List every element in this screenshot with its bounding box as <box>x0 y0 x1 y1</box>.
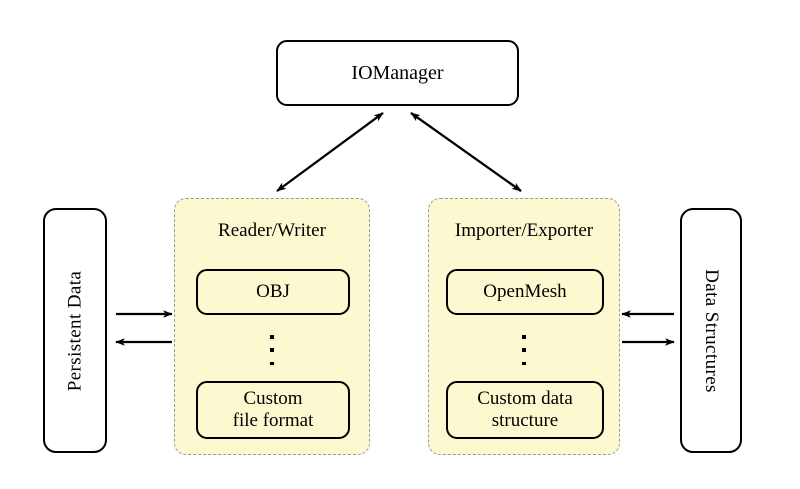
importer-exporter-ellipsis-icon <box>522 335 526 365</box>
reader-writer-ellipsis-icon <box>270 335 274 365</box>
reader-writer-item-custom-file-format-line2: file format <box>232 410 314 431</box>
data-structures-node[interactable]: Data Structures <box>680 208 742 453</box>
reader-writer-title: Reader/Writer <box>218 220 326 241</box>
iomanager-node[interactable]: IOManager <box>276 40 519 106</box>
data-structures-label: Data Structures <box>701 268 722 393</box>
reader-writer-item-custom-file-format[interactable]: Custom file format <box>196 381 350 439</box>
arrow-manager-readerwriter <box>276 112 384 192</box>
importer-exporter-title: Importer/Exporter <box>454 220 594 241</box>
arrow-manager-importerexporter <box>410 112 522 192</box>
reader-writer-item-obj[interactable]: OBJ <box>196 269 350 315</box>
reader-writer-item-obj-label: OBJ <box>256 280 290 302</box>
importer-exporter-item-custom-data-structure[interactable]: Custom data structure <box>446 381 604 439</box>
reader-writer-item-custom-file-format-line1: Custom <box>243 387 303 409</box>
persistent-data-label: Persistent Data <box>64 270 86 391</box>
importer-exporter-item-custom-data-structure-line2: structure <box>491 410 559 431</box>
reader-writer-panel[interactable]: Reader/Writer OBJ Custom file format <box>174 198 370 455</box>
importer-exporter-item-openmesh[interactable]: OpenMesh <box>446 269 604 315</box>
iomanager-label: IOManager <box>351 61 444 84</box>
importer-exporter-panel[interactable]: Importer/Exporter OpenMesh Custom data s… <box>428 198 620 455</box>
importer-exporter-item-custom-data-structure-line1: Custom data <box>477 387 573 409</box>
importer-exporter-item-openmesh-label: OpenMesh <box>483 280 567 302</box>
persistent-data-node[interactable]: Persistent Data <box>43 208 107 453</box>
